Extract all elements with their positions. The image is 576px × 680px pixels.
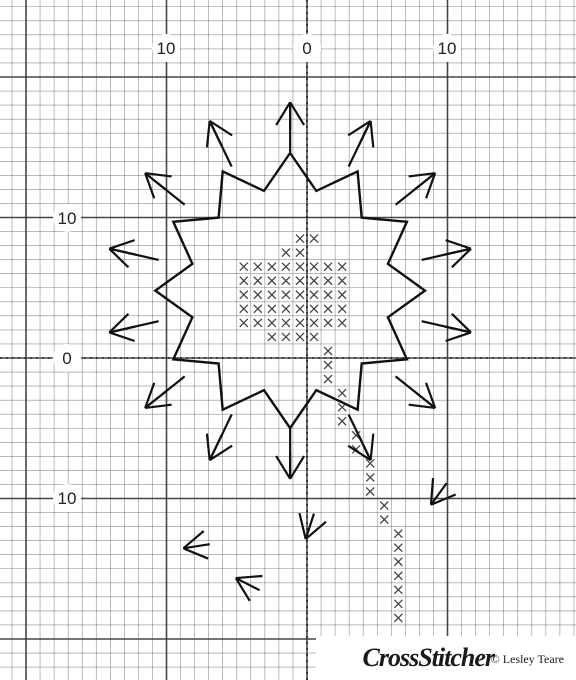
cross-stitch [310, 319, 318, 327]
cross-stitch [240, 305, 248, 313]
cross-stitch [366, 473, 374, 481]
cross-stitch [296, 291, 304, 299]
cross-stitch [254, 291, 262, 299]
cross-stitch [310, 277, 318, 285]
cross-stitch [282, 305, 290, 313]
seed-spoke [207, 121, 210, 148]
cross-stitch [282, 277, 290, 285]
cross-stitch [324, 347, 332, 355]
top-axis: 10 0 10 [152, 34, 461, 62]
cross-stitch [324, 305, 332, 313]
flower-outline [155, 153, 425, 428]
seed-spoke [290, 456, 304, 479]
cross-stitch [268, 291, 276, 299]
cross-stitch [324, 291, 332, 299]
cross-stitch [338, 389, 346, 397]
seed-spoke [236, 576, 263, 578]
cross-stitch [254, 263, 262, 271]
cross-stitch [282, 263, 290, 271]
cross-stitch [268, 305, 276, 313]
cross-stitch [338, 319, 346, 327]
cross-stitch [282, 291, 290, 299]
cross-stitch [240, 277, 248, 285]
cross-stitch [282, 333, 290, 341]
seed-spoke [276, 102, 290, 125]
cross-stitch [240, 319, 248, 327]
cross-stitch [310, 305, 318, 313]
seed-spoke [446, 240, 471, 249]
cross-stitch [268, 277, 276, 285]
seed-spoke [183, 548, 208, 558]
cross-stitch [268, 333, 276, 341]
cross-stitch [296, 263, 304, 271]
cross-stitch [268, 263, 276, 271]
cross-stitch [338, 305, 346, 313]
cross-stitch [310, 263, 318, 271]
cross-stitch [240, 263, 248, 271]
seed-spoke [299, 513, 305, 539]
cross-stitch [338, 263, 346, 271]
seed-spoke [446, 332, 471, 341]
cross-stitch [394, 586, 402, 594]
side-axis-label-bottom: 10 [58, 489, 77, 508]
cross-stitch [254, 277, 262, 285]
top-axis-label-left: 10 [157, 39, 176, 58]
cross-stitch [394, 558, 402, 566]
cross-stitch [380, 502, 388, 510]
cross-stitch [282, 249, 290, 257]
cross-stitch [240, 291, 248, 299]
top-axis-label-center: 0 [302, 39, 311, 58]
brand-logo: CrossStitcher [363, 643, 495, 673]
cross-stitch [282, 319, 290, 327]
cross-stitch [310, 291, 318, 299]
cross-stitch [310, 235, 318, 243]
cross-stitch [296, 305, 304, 313]
cross-stitch [338, 277, 346, 285]
cross-stitch [338, 291, 346, 299]
cross-stitch [380, 516, 388, 524]
side-axis-label-center: 0 [62, 349, 71, 368]
seed-spoke [371, 121, 374, 148]
copyright-text: © Lesley Teare [491, 652, 564, 667]
seed-spoke [276, 456, 290, 479]
cross-stitch [254, 319, 262, 327]
cross-stitch [394, 614, 402, 622]
cross-stitch [394, 544, 402, 552]
seed-spoke [109, 240, 134, 249]
cross-stitch [268, 319, 276, 327]
cross-stitch [324, 263, 332, 271]
side-axis: 10 0 10 [53, 204, 81, 512]
cross-stitch [296, 319, 304, 327]
side-axis-label-top: 10 [58, 209, 77, 228]
top-axis-label-right: 10 [438, 39, 457, 58]
cross-stitch [394, 600, 402, 608]
cross-stitch [310, 333, 318, 341]
cross-stitch [296, 333, 304, 341]
cross-stitch [338, 417, 346, 425]
cross-stitch [296, 235, 304, 243]
cross-stitch [324, 319, 332, 327]
cross-stitch [366, 487, 374, 495]
cross-stitch [394, 572, 402, 580]
cross-stitch [324, 375, 332, 383]
cross-stitch [324, 361, 332, 369]
seed-spoke [109, 332, 134, 341]
cross-stitch [296, 249, 304, 257]
backstitch-lines [109, 102, 471, 601]
cross-stitch [394, 530, 402, 538]
seed-spoke [290, 102, 304, 125]
cross-stitch [324, 277, 332, 285]
cross-stitch [254, 305, 262, 313]
cross-stitch [296, 277, 304, 285]
